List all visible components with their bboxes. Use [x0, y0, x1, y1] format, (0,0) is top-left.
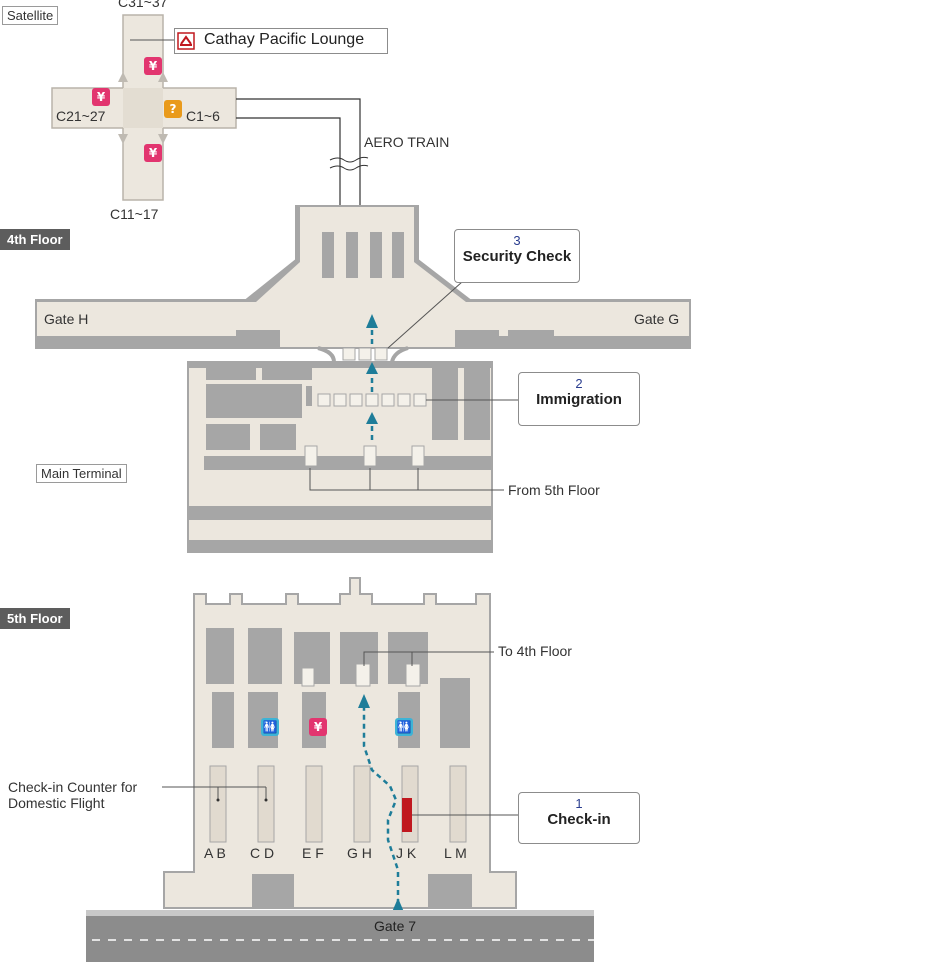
counter-gh: G H — [347, 845, 372, 861]
satellite-building — [51, 14, 237, 201]
lounge-box[interactable] — [174, 28, 388, 54]
step-title: Security Check — [462, 248, 572, 265]
aero-train-label: AERO TRAIN — [364, 134, 450, 150]
info-icon: ? — [164, 100, 182, 118]
gate-c21-27-label: C21~27 — [56, 108, 106, 124]
yen-icon: ¥ — [144, 57, 162, 75]
restroom-icon: 🚻 — [261, 718, 279, 736]
checkin-marker — [402, 798, 412, 832]
yen-icon: ¥ — [144, 144, 162, 162]
step-number: 2 — [575, 376, 583, 391]
counter-cd: C D — [250, 845, 275, 861]
yen-icon: ¥ — [309, 718, 327, 736]
restroom-icon: 🚻 — [395, 718, 413, 736]
counter-jk: J K — [396, 845, 417, 861]
route-5th-floor — [358, 694, 404, 912]
yen-icon: ¥ — [92, 88, 110, 106]
step-title: Check-in — [547, 811, 611, 828]
main-terminal-tag: Main Terminal — [36, 464, 127, 483]
road — [86, 910, 594, 962]
gate-c1-6-label: C1~6 — [186, 108, 220, 124]
domestic-counter-label-line1: Check-in Counter for — [8, 779, 138, 795]
gate-c11-17-label: C11~17 — [110, 206, 159, 222]
counter-ef: E F — [302, 845, 324, 861]
step-number: 3 — [513, 233, 521, 248]
step-security-check[interactable]: 3 Security Check — [454, 229, 580, 283]
domestic-counter-label-line2: Domestic Flight — [8, 795, 105, 811]
gate-h-label: Gate H — [44, 311, 89, 327]
gate-c31-37-label: C31~37 — [118, 0, 168, 10]
route-4th-floor — [366, 314, 378, 440]
step-title: Immigration — [536, 391, 622, 408]
step-number: 1 — [575, 796, 583, 811]
step-check-in[interactable]: 1 Check-in — [518, 792, 640, 844]
satellite-tag: Satellite — [2, 6, 59, 25]
main-terminal-building — [187, 361, 504, 553]
gate-g-label: Gate G — [634, 311, 680, 327]
fourth-floor-building — [35, 205, 691, 363]
lounge-icon — [177, 32, 195, 50]
from-5th-floor-label: From 5th Floor — [508, 482, 600, 498]
gate-7-label: Gate 7 — [374, 918, 417, 934]
step-immigration[interactable]: 2 Immigration — [518, 372, 640, 426]
to-4th-floor-label: To 4th Floor — [498, 643, 572, 659]
counter-lm: L M — [444, 845, 467, 861]
counter-ab: A B — [204, 845, 226, 861]
fourth-floor-tag: 4th Floor — [0, 229, 70, 250]
fifth-floor-tag: 5th Floor — [0, 608, 70, 629]
lounge-label: Cathay Pacific Lounge — [204, 31, 365, 48]
